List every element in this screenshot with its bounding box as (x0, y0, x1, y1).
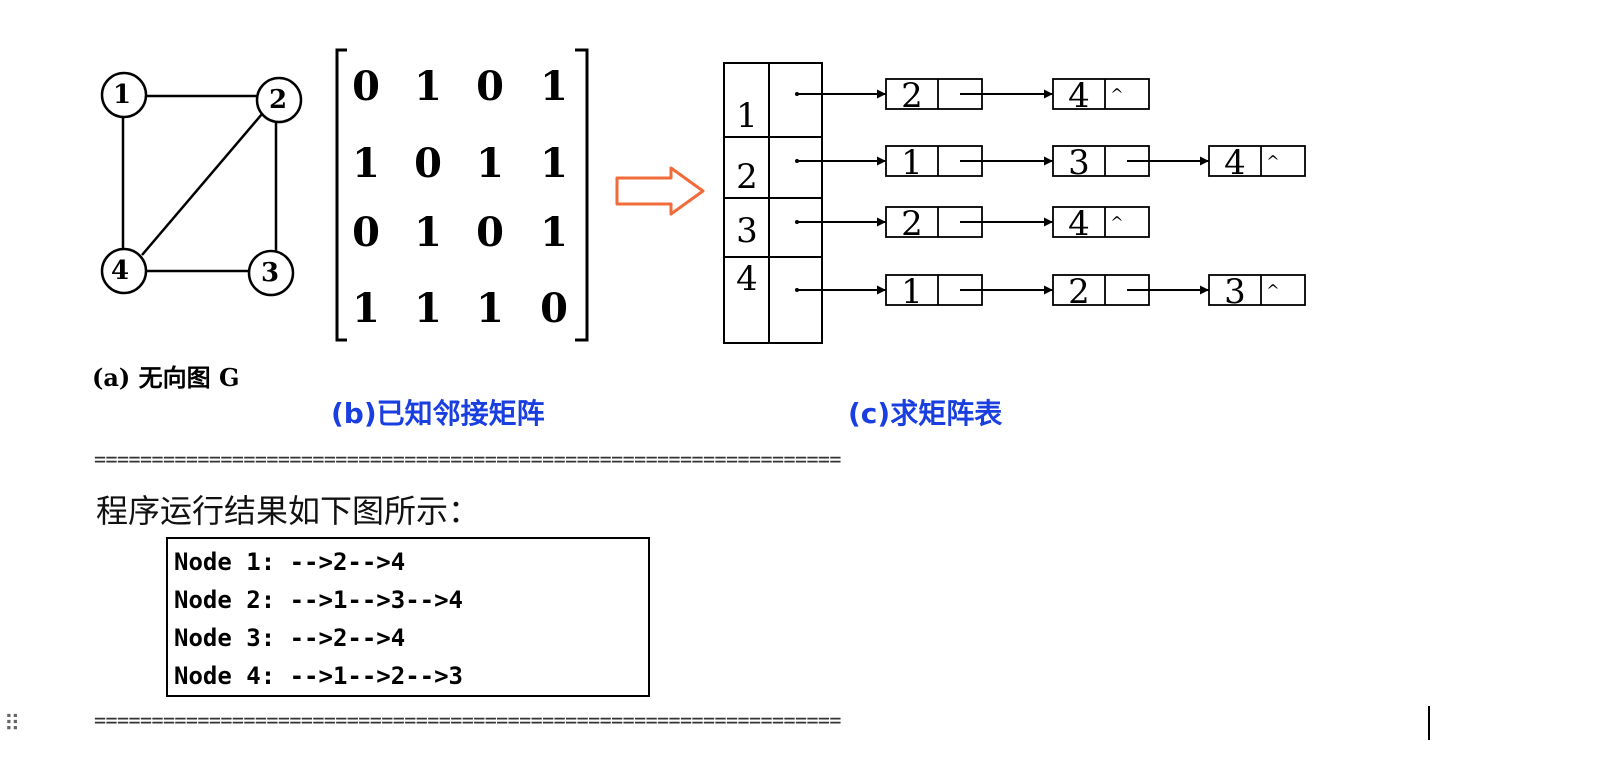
matrix-cell: 1 (352, 140, 380, 187)
list-node-value: 1 (901, 143, 923, 183)
link-origin-dot (795, 92, 799, 96)
matrix-cell: 1 (540, 63, 568, 110)
text-cursor (1428, 706, 1430, 740)
matrix-cell: 0 (352, 63, 380, 110)
transform-arrow (615, 166, 705, 216)
list-node (1208, 274, 1306, 306)
drag-handle-icon[interactable]: ⠿ (4, 712, 21, 737)
list-chains: 2 4 ^ 1 3 4 ^ 2 4 ^ 1 2 3 ^ (795, 76, 1306, 312)
divider-top: ========================================… (94, 447, 841, 471)
list-node-value: 4 (1068, 76, 1090, 116)
graph-node-4: 4 (100, 247, 148, 295)
vertex-table (723, 62, 823, 344)
matrix-cell: 1 (352, 285, 380, 332)
list-node-value: 2 (1068, 272, 1090, 312)
result-heading: 程序运行结果如下图所示： (96, 492, 481, 530)
console-line: Node 2: -->1-->3-->4 (174, 586, 463, 614)
list-node (1208, 145, 1306, 177)
matrix-cell: 0 (414, 140, 442, 187)
matrix-left-bracket (335, 48, 347, 342)
graph-node-label: 2 (269, 85, 287, 115)
link-origin-dot (795, 288, 799, 292)
graph-node-3: 3 (247, 249, 295, 297)
list-node-value: 4 (1224, 143, 1246, 183)
link-origin-dot (795, 220, 799, 224)
list-node-value: 3 (1068, 143, 1090, 183)
matrix-cell: 1 (540, 209, 568, 256)
adjacency-list: 1 2 3 4 2 4 ^ 1 3 4 ^ 2 4 ^ 1 2 3 ^ (723, 62, 1306, 344)
vertex-label: 1 (736, 96, 758, 136)
matrix-right-bracket (575, 48, 589, 342)
graph-node-label: 3 (261, 258, 279, 288)
link-origin-dot (795, 159, 799, 163)
vertex-label: 4 (736, 259, 758, 299)
console-line: Node 3: -->2-->4 (174, 624, 406, 652)
list-node-value: 1 (901, 272, 923, 312)
graph-node-1: 1 (100, 71, 148, 119)
vertex-label: 3 (736, 211, 758, 251)
list-node-value: 2 (901, 76, 923, 116)
list-node (1052, 78, 1150, 110)
graph-edge (141, 113, 263, 256)
graph-node-2: 2 (255, 76, 303, 124)
matrix-cell: 1 (414, 285, 442, 332)
vertex-labels: 1 2 3 4 (736, 96, 758, 299)
caption-adjacency-matrix: (b)已知邻接矩阵 (331, 397, 545, 430)
divider-bottom: ========================================… (94, 708, 841, 732)
matrix-cell: 1 (540, 140, 568, 187)
graph-node-label: 1 (113, 80, 131, 110)
list-node (1052, 206, 1150, 238)
caption-adjacency-list: (c)求矩阵表 (848, 397, 1003, 430)
null-marker: ^ (1110, 85, 1123, 104)
matrix-cell: 1 (476, 140, 504, 187)
matrix-cell: 0 (476, 63, 504, 110)
graph-node-label: 4 (111, 256, 129, 286)
console-line: Node 4: -->1-->2-->3 (174, 662, 463, 690)
matrix-cell: 1 (476, 285, 504, 332)
console-output: Node 1: -->2-->4 Node 2: -->1-->3-->4 No… (166, 537, 650, 697)
null-marker: ^ (1266, 281, 1279, 300)
list-node-value: 3 (1224, 272, 1246, 312)
null-marker: ^ (1266, 152, 1279, 171)
list-node-value: 4 (1068, 204, 1090, 244)
console-line: Node 1: -->2-->4 (174, 548, 406, 576)
matrix-cell: 0 (540, 285, 568, 332)
vertex-label: 2 (736, 157, 758, 197)
matrix-cell: 0 (352, 209, 380, 256)
caption-undirected-graph: (a) 无向图 G (92, 363, 240, 392)
null-marker: ^ (1110, 213, 1123, 232)
undirected-graph: 1 2 3 4 (100, 71, 303, 297)
matrix-cell: 1 (414, 209, 442, 256)
list-node-value: 2 (901, 204, 923, 244)
matrix-cell: 0 (476, 209, 504, 256)
matrix-cell: 1 (414, 63, 442, 110)
